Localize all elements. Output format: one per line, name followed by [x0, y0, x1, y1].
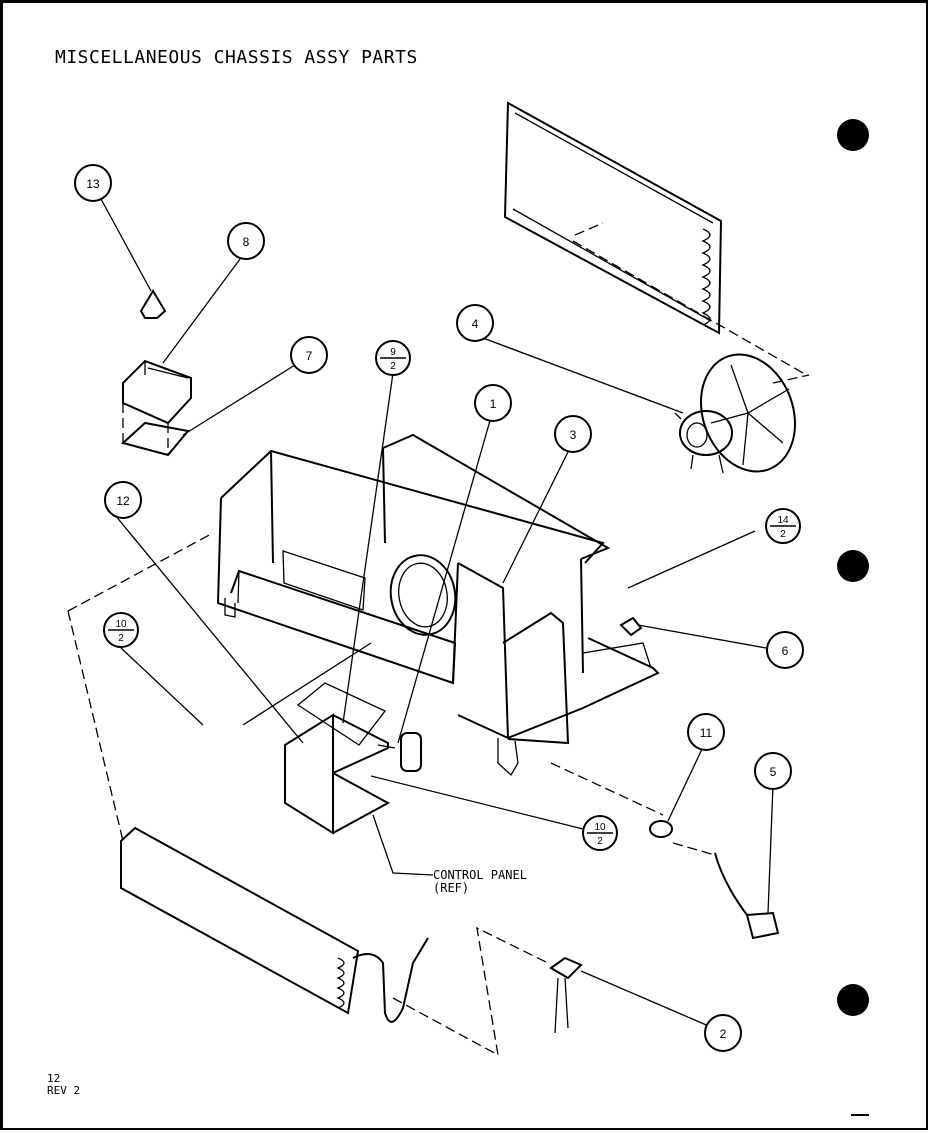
callout-3: 3: [554, 415, 592, 453]
callout-14-top: 14: [777, 515, 789, 526]
capacitor: [377, 732, 422, 772]
callout-2-label: 2: [720, 1027, 727, 1041]
callout-12: 12: [104, 481, 142, 519]
punch-hole-bottom: [837, 984, 869, 1016]
callout-9-fraction: 9 2: [375, 340, 411, 376]
page-footer: 12 REV 2: [47, 1073, 80, 1097]
callout-12-label: 12: [116, 494, 130, 508]
revision-label: REV 2: [47, 1084, 81, 1097]
callout-11: 11: [687, 713, 725, 751]
control-panel: [284, 682, 391, 835]
callout-4: 4: [456, 304, 494, 342]
drain-hose: [550, 762, 780, 940]
callout-3-label: 3: [570, 428, 577, 442]
callout-5-label: 5: [770, 765, 777, 779]
callout-9-top: 9: [390, 347, 396, 358]
callout-10a-top: 10: [115, 619, 127, 630]
callout-5: 5: [754, 752, 792, 790]
callout-6: 6: [766, 631, 804, 669]
selector-switch: [120, 359, 192, 457]
callout-10b-top: 10: [594, 822, 606, 833]
control-panel-label: CONTROL PANEL: [433, 868, 527, 882]
callout-8-label: 8: [243, 235, 250, 249]
callout-4-label: 4: [472, 317, 479, 331]
callout-13-label: 13: [86, 177, 100, 191]
callout-1: 1: [474, 384, 512, 422]
callout-10-fraction-left: 10 2: [103, 612, 139, 648]
callout-10-fraction-right: 10 2: [582, 815, 618, 851]
callout-7-label: 7: [306, 349, 313, 363]
callout-1-label: 1: [490, 397, 497, 411]
mounting-bracket: [619, 616, 643, 637]
condenser-coil: [503, 101, 810, 384]
control-panel-ref-label: (REF): [433, 881, 469, 895]
overload-switch: [549, 956, 583, 1034]
callout-10b-bottom: 2: [597, 836, 603, 847]
callout-14-bottom: 2: [780, 529, 786, 540]
page-title: MISCELLANEOUS CHASSIS ASSY PARTS: [55, 47, 418, 68]
callout-6-label: 6: [782, 644, 789, 658]
exploded-diagram: 13 8 7 9 2 1 3 4 12: [67, 101, 869, 1116]
control-knob: [139, 289, 167, 319]
callout-7: 7: [290, 336, 328, 374]
page-number: 12: [47, 1072, 61, 1085]
punch-hole-middle: [837, 550, 869, 582]
chassis-base: [216, 433, 660, 777]
fan-motor-assembly: [674, 353, 797, 474]
callout-14-fraction: 14 2: [765, 508, 801, 544]
callout-10a-bottom: 2: [118, 633, 124, 644]
punch-hole-top: [837, 119, 869, 151]
callout-13: 13: [74, 164, 112, 202]
leader-lines: [100, 198, 774, 1028]
callout-8: 8: [227, 222, 265, 260]
callout-2: 2: [704, 1014, 742, 1052]
callout-9-bottom: 2: [390, 361, 396, 372]
callout-11-label: 11: [700, 726, 713, 740]
evaporator-coil: [67, 532, 549, 1057]
